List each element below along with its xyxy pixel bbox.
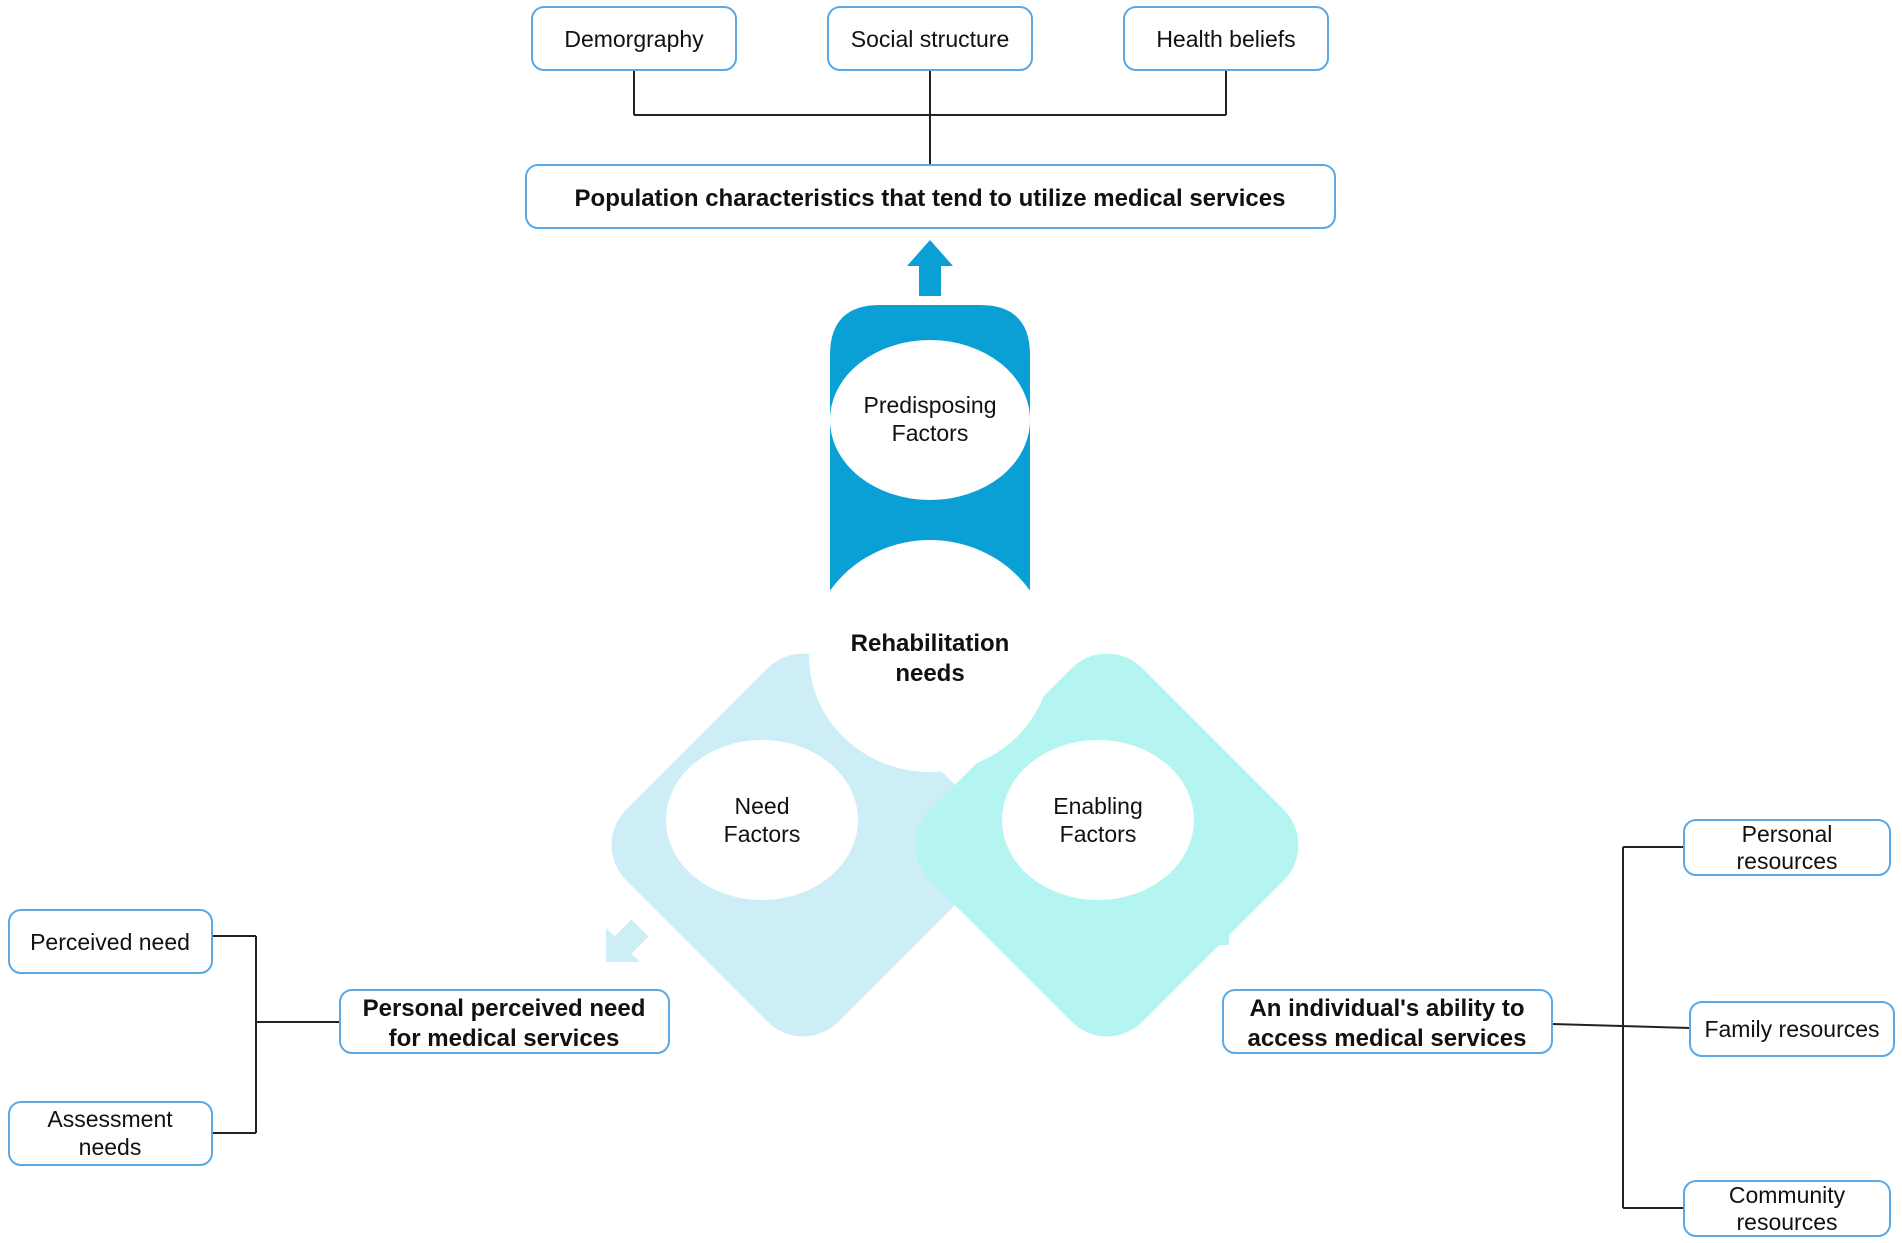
rehabilitation-label-line2: needs	[895, 660, 964, 687]
ability-access-label-line2: access medical services	[1248, 1025, 1527, 1052]
population-box: Population characteristics that tend to …	[525, 164, 1336, 229]
up-arrow	[907, 240, 953, 296]
personal-perceived-need-label-line2: for medical services	[389, 1025, 620, 1052]
personal-resources-box: Personal resources	[1683, 819, 1891, 876]
perceived-need-box: Perceived need	[8, 909, 213, 974]
rehabilitation-label-line1: Rehabilitation	[851, 630, 1010, 657]
right-connectors	[1551, 846, 1691, 1209]
enabling-label-line1: Enabling	[1053, 793, 1143, 819]
predisposing-label-line2: Factors	[892, 420, 969, 446]
health-beliefs-label: Health beliefs	[1156, 26, 1295, 52]
assessment-needs-label-line1: Assessment	[47, 1106, 173, 1132]
rehabilitation-ellipse	[809, 540, 1051, 772]
family-resources-label: Family resources	[1704, 1016, 1879, 1042]
perceived-need-label: Perceived need	[30, 929, 190, 955]
ability-access-box: An individual's ability to access medica…	[1222, 989, 1553, 1054]
demography-label: Demorgraphy	[564, 26, 704, 52]
population-label: Population characteristics that tend to …	[575, 185, 1286, 212]
family-resources-box: Family resources	[1689, 1001, 1895, 1057]
demography-box: Demorgraphy	[531, 6, 737, 71]
need-ellipse	[666, 740, 858, 900]
down-left-arrow	[606, 919, 649, 962]
community-resources-label-line1: Community	[1729, 1182, 1846, 1208]
health-beliefs-box: Health beliefs	[1123, 6, 1329, 71]
personal-perceived-need-label-line1: Personal perceived need	[363, 995, 646, 1022]
assessment-needs-label-line2: needs	[79, 1134, 142, 1160]
top-connectors	[633, 70, 1227, 165]
social-structure-box: Social structure	[827, 6, 1033, 71]
social-structure-label: Social structure	[851, 26, 1010, 52]
enabling-ellipse	[1002, 740, 1194, 900]
predisposing-ellipse	[830, 340, 1030, 500]
assessment-needs-box: Assessment needs	[8, 1101, 213, 1166]
need-label-line1: Need	[735, 793, 790, 819]
community-resources-label-line2: resources	[1737, 1209, 1838, 1235]
personal-resources-label-line1: Personal	[1742, 821, 1833, 847]
community-resources-box: Community resources	[1683, 1180, 1891, 1237]
down-right-arrow	[1186, 902, 1229, 945]
personal-perceived-need-box: Personal perceived need for medical serv…	[339, 989, 670, 1054]
ability-access-label-line1: An individual's ability to	[1249, 995, 1524, 1022]
enabling-label-line2: Factors	[1060, 821, 1137, 847]
personal-resources-label-line2: resources	[1737, 848, 1838, 874]
left-connectors	[212, 935, 340, 1134]
predisposing-label-line1: Predisposing	[864, 392, 997, 418]
need-label-line2: Factors	[724, 821, 801, 847]
